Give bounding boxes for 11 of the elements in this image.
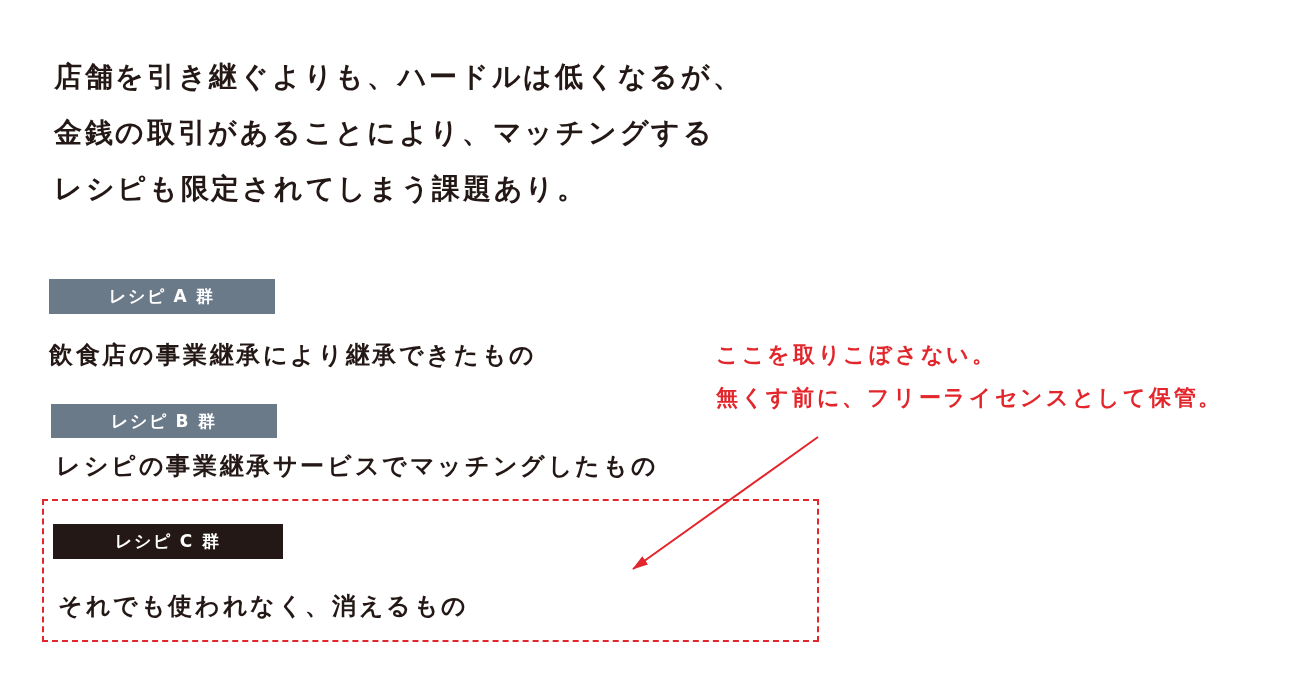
annotation-text: ここを取りこぼさない。	[716, 341, 997, 369]
arrow	[632, 436, 819, 570]
category-tag: レシピ B 群	[51, 404, 277, 438]
category-tag: レシピ C 群	[53, 524, 283, 559]
annotation-text: 無くす前に、フリーライセンスとして保管。	[716, 384, 1223, 412]
description-text: レシピの事業継承サービスでマッチングしたもの	[56, 452, 659, 480]
description-text: それでも使われなく、消えるもの	[58, 592, 469, 620]
description-text: 飲食店の事業継承により継承できたもの	[49, 341, 537, 369]
category-tag: レシピ A 群	[49, 279, 275, 314]
heading-text: 店舗を引き継ぐよりも、ハードルは低くなるが、金銭の取引があることにより、マッチングするレシピも限定されてしまう課題あり。	[54, 59, 744, 207]
dashed-frame	[42, 499, 819, 642]
